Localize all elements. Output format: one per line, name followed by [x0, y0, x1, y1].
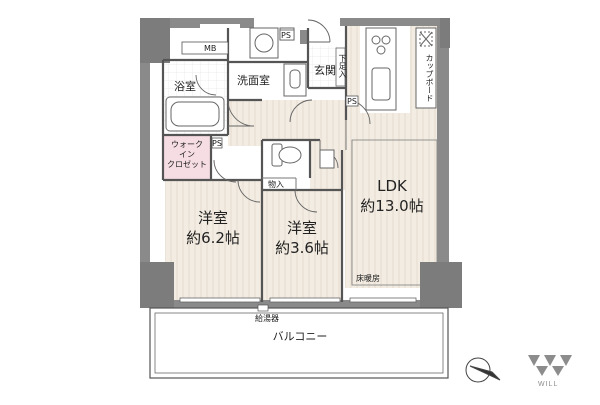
brand-logo	[528, 355, 572, 376]
western-room-2-name: 洋室	[286, 219, 318, 237]
storage-floor	[262, 178, 294, 190]
mb-label: MB	[204, 44, 217, 53]
entrance-label: 玄関	[314, 64, 336, 77]
walkin-closet-floor	[163, 136, 211, 180]
washroom-label: 洗面室	[237, 74, 270, 87]
cupboard-label: カップボード	[425, 54, 434, 102]
balcony-label: バルコニー	[272, 330, 328, 343]
balcony	[149, 304, 449, 379]
kitchen-counter	[365, 27, 437, 111]
storage-label: 物入	[268, 180, 284, 189]
western-room-1-floor	[165, 180, 261, 302]
walkin-closet-line3: クロゼット	[167, 160, 207, 169]
water-heater-label: 給湯器	[255, 314, 279, 323]
toilet	[271, 143, 335, 169]
western-room-2-floor	[262, 190, 342, 302]
outer-walls	[140, 18, 450, 308]
ldk-label: LDK 約13.0帖	[360, 176, 423, 216]
compass	[465, 357, 501, 383]
interior-walls	[161, 26, 348, 302]
walkin-closet-line2: イン	[179, 150, 195, 159]
western-room-2-label: 洋室 約3.6帖	[275, 218, 329, 258]
western-room-1-label: 洋室 約6.2帖	[186, 208, 240, 248]
ps-washroom-label: PS	[212, 139, 222, 148]
structural-columns	[140, 18, 462, 308]
windows	[179, 297, 417, 303]
western-room-2-size: 約3.6帖	[275, 239, 329, 257]
shoe-box-label: 下足入	[338, 54, 347, 78]
walkin-closet-label: ウォーク イン クロゼット	[167, 140, 207, 170]
ps-top-label: PS	[281, 31, 291, 40]
vanity	[249, 27, 307, 97]
shoe-cabinet	[335, 47, 346, 87]
thin-partitions	[262, 120, 347, 190]
ldk-size: 約13.0帖	[360, 197, 424, 215]
western-room-1-name: 洋室	[197, 209, 229, 227]
pipe-spaces	[211, 29, 359, 149]
floor-heating-label: 床暖房	[356, 274, 380, 283]
bath-label: 浴室	[174, 80, 196, 93]
bathtub	[165, 96, 225, 132]
meter-box	[181, 41, 229, 55]
brand-logo-text: WILL	[538, 381, 559, 388]
walkin-closet-line1: ウォーク	[171, 140, 203, 149]
ldk-name: LDK	[377, 177, 407, 195]
hall-floor	[228, 100, 346, 146]
western-room-1-size: 約6.2帖	[186, 229, 240, 247]
ps-kitchen-label: PS	[347, 97, 357, 106]
